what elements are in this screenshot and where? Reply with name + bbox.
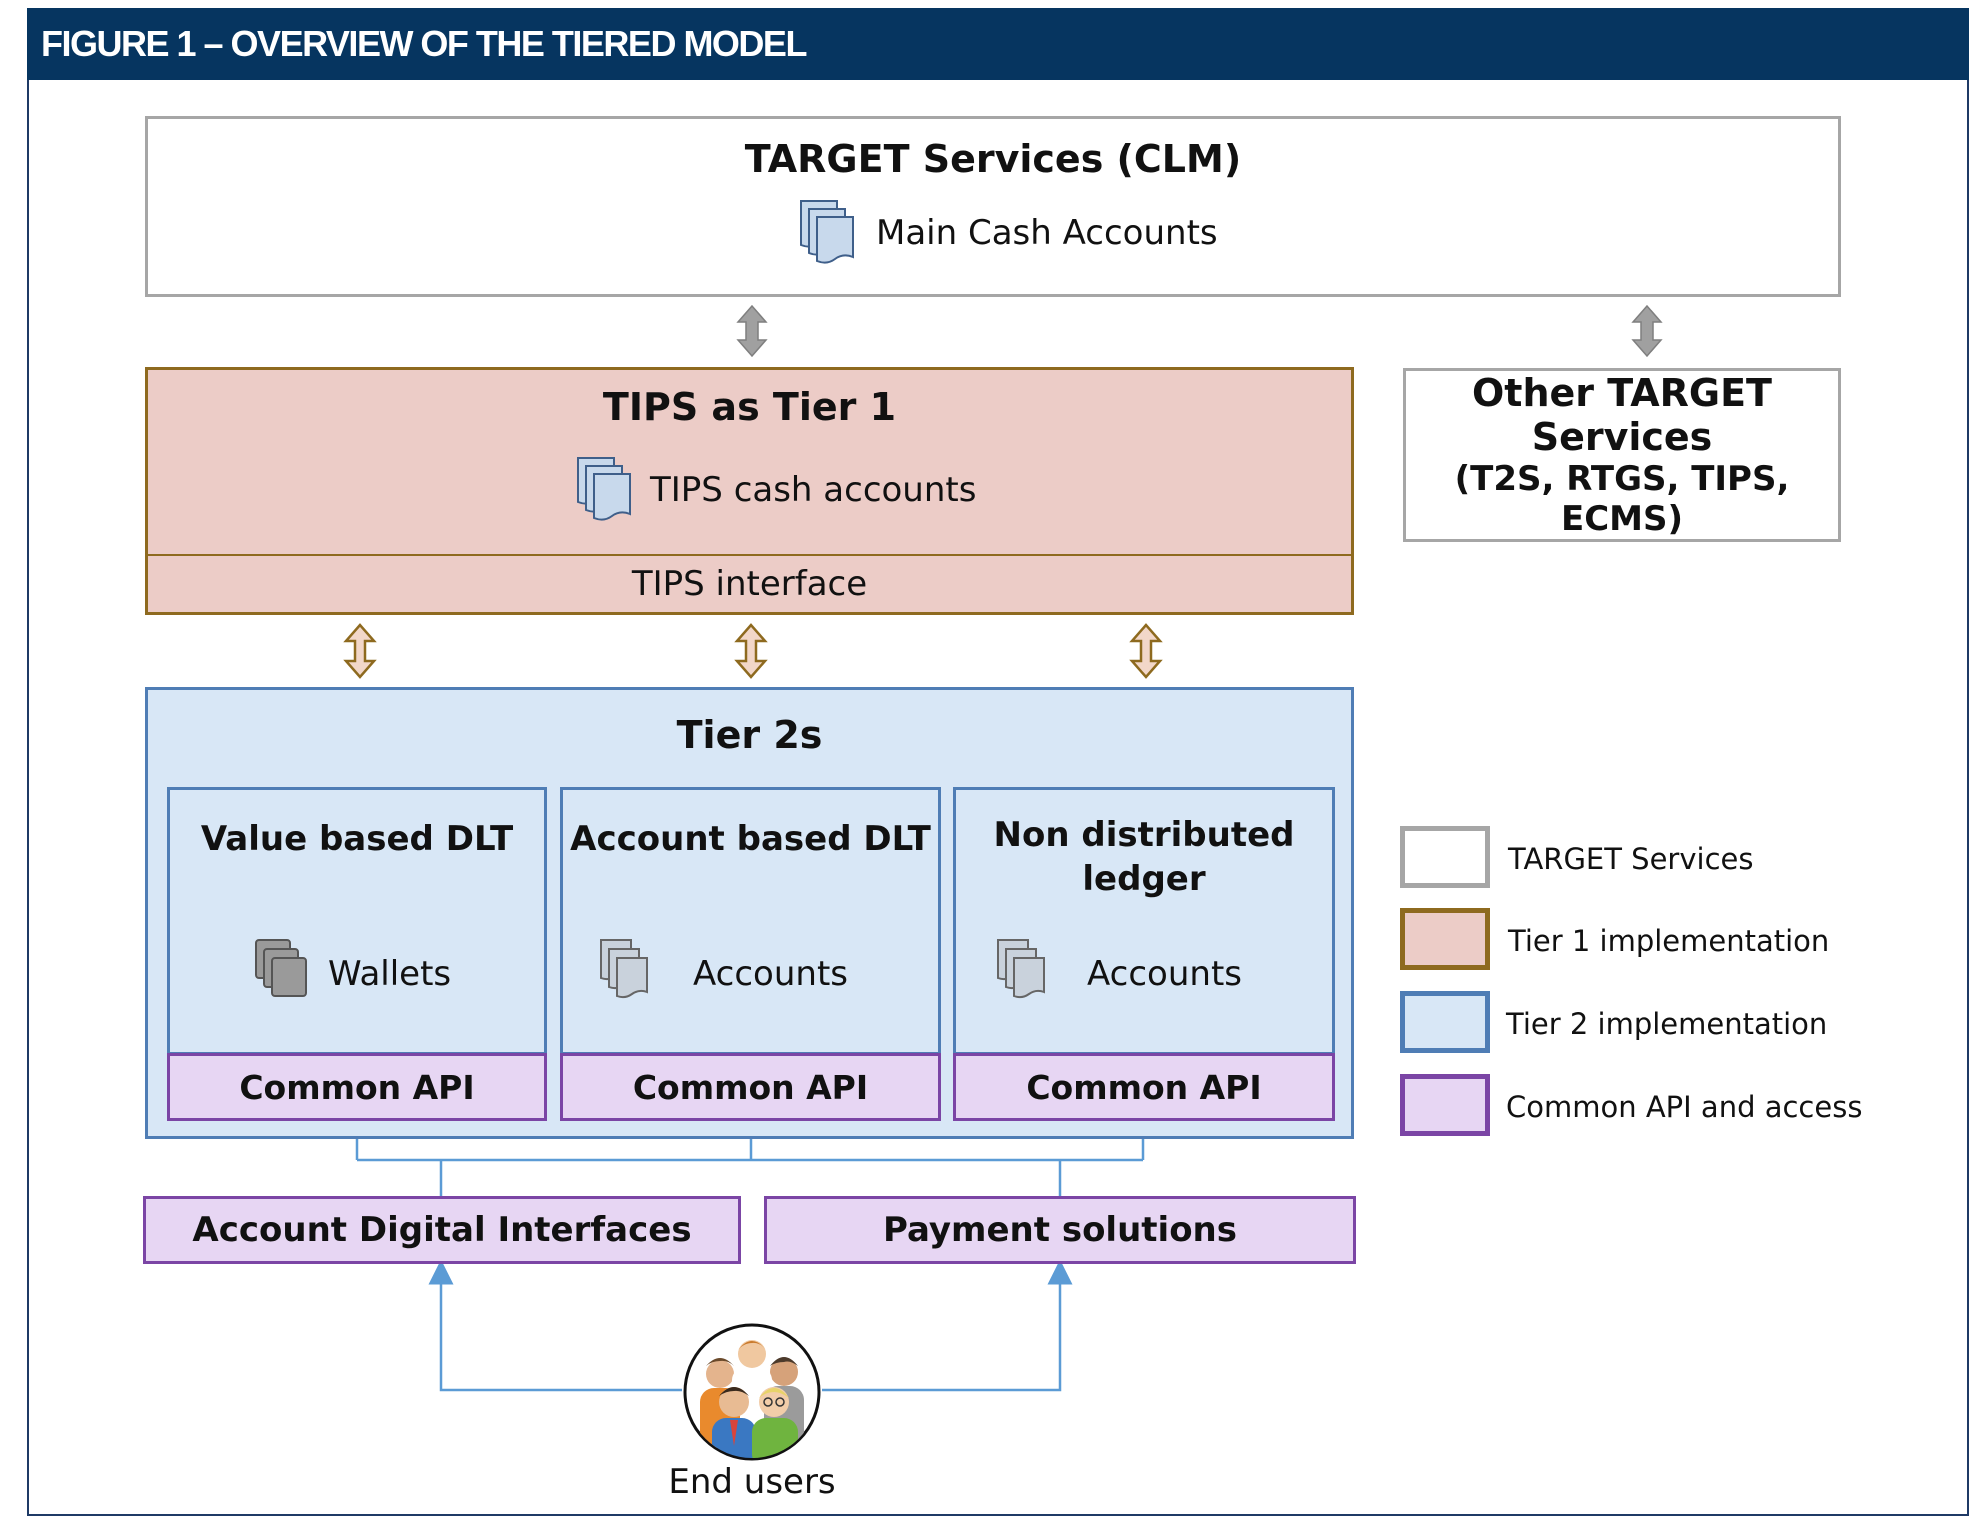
tier-arrow-3 (1129, 623, 1163, 679)
main-cash-accounts-label: Main Cash Accounts (876, 213, 1218, 253)
legend: TARGET Services Tier 1 implementation Ti… (1400, 826, 1940, 1146)
account-digital-interfaces-box: Account Digital Interfaces (143, 1196, 741, 1264)
legend-swatch-tier1 (1400, 908, 1490, 970)
tier1-title: TIPS as Tier 1 (602, 385, 897, 429)
legend-label-tier1: Tier 1 implementation (1508, 924, 1830, 958)
end-users-label: End users (668, 1462, 836, 1502)
common-api-3: Common API (953, 1053, 1335, 1121)
people-group-icon (682, 1322, 822, 1462)
document-stack-icon (996, 938, 1056, 1004)
tier1-box: TIPS as Tier 1 TIPS cash accounts TIPS i… (145, 367, 1354, 615)
legend-swatch-target (1400, 826, 1490, 888)
accounts-label: Accounts (693, 954, 848, 994)
target-services-title: TARGET Services (CLM) (744, 137, 1242, 181)
tier2-title: Tier 2s (676, 713, 823, 757)
tier-arrow-1 (343, 623, 377, 679)
legend-label-tier2: Tier 2 implementation (1506, 1007, 1828, 1041)
grey-double-arrow-left (736, 304, 768, 358)
accounts-label: Accounts (1087, 954, 1242, 994)
wallet-stack-icon (254, 938, 314, 1004)
tips-interface-label: TIPS interface (631, 564, 868, 604)
figure-title: FIGURE 1 – OVERVIEW OF THE TIERED MODEL (27, 8, 1969, 80)
tips-cash-accounts-label: TIPS cash accounts (650, 470, 977, 510)
wallets-label: Wallets (328, 954, 452, 994)
other-target-line1: Other TARGET (1472, 371, 1772, 415)
column-title-line2: ledger (1082, 859, 1206, 899)
tier2-column-account-based: Account based DLT Accounts (560, 787, 941, 1055)
column-title: Account based DLT (570, 819, 931, 859)
common-api-2: Common API (560, 1053, 941, 1121)
legend-label-api: Common API and access (1506, 1090, 1863, 1124)
document-stack-icon (576, 454, 646, 524)
grey-double-arrow-right (1631, 304, 1663, 358)
document-stack-icon (799, 197, 869, 267)
other-target-services-box: Other TARGET Services (T2S, RTGS, TIPS, … (1403, 368, 1841, 542)
common-api-1: Common API (167, 1053, 547, 1121)
tier-arrow-2 (734, 623, 768, 679)
legend-swatch-api (1400, 1074, 1490, 1136)
other-target-line3: (T2S, RTGS, TIPS, ECMS) (1454, 459, 1790, 539)
payment-solutions-box: Payment solutions (764, 1196, 1356, 1264)
tier2-column-value-based: Value based DLT Wallets (167, 787, 547, 1055)
column-title-line1: Non distributed (993, 815, 1295, 855)
legend-label-target: TARGET Services (1508, 842, 1754, 876)
legend-swatch-tier2 (1400, 991, 1490, 1053)
target-services-box: TARGET Services (CLM) Main Cash Accounts (145, 116, 1841, 297)
document-stack-icon (599, 938, 659, 1004)
tier2-column-non-distributed: Non distributed ledger Accounts (953, 787, 1335, 1055)
tier1-divider (148, 554, 1351, 556)
column-title: Value based DLT (200, 819, 514, 859)
other-target-line2: Services (1531, 415, 1713, 459)
